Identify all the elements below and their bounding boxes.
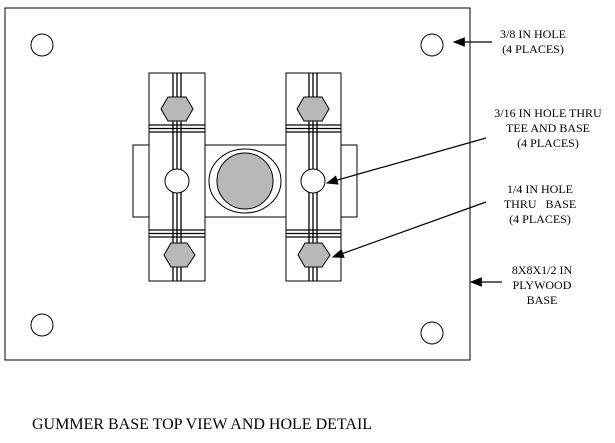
- callout-line: 3/8 IN HOLE: [500, 27, 566, 41]
- leader-arrows: [325, 37, 502, 287]
- callout-line: 1/4 IN HOLE: [507, 182, 573, 196]
- corner-holes: [30, 33, 444, 345]
- callout-line: 3/16 IN HOLE THRU: [494, 106, 602, 120]
- callout-corner-hole: 3/8 IN HOLE(4 PLACES): [490, 27, 576, 57]
- callout-line: (4 PLACES): [502, 42, 564, 56]
- callout-line: (4 PLACES): [517, 136, 579, 150]
- callout-line: THRU BASE: [503, 197, 577, 211]
- tee: [132, 144, 358, 218]
- callout-line: PLYWOOD: [512, 278, 572, 292]
- callout-line: 8X8X1/2 IN: [511, 263, 573, 277]
- callout-line: (4 PLACES): [509, 212, 571, 226]
- drawing-title: GUMMER BASE TOP VIEW AND HOLE DETAIL: [32, 416, 373, 433]
- callout-line: BASE: [526, 293, 558, 307]
- callout-line: TEE AND BASE: [506, 121, 590, 135]
